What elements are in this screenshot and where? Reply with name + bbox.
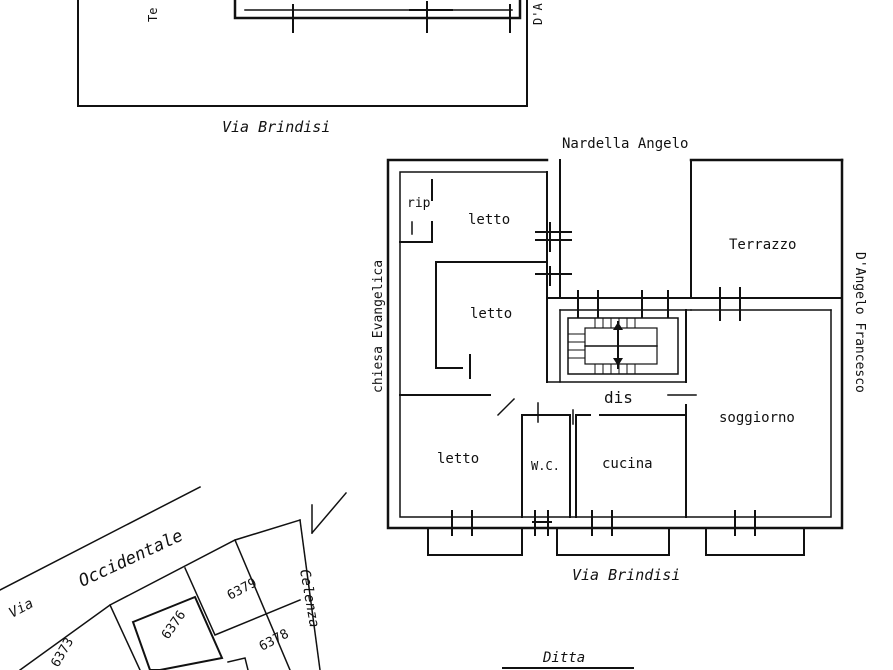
top-plan-wall (233, 0, 522, 20)
block-edge (18, 519, 301, 670)
cadastral-map: Via Occidentale Celenza 6379 6376 6378 6… (0, 485, 348, 670)
top-plan: Te D'A Via Brindisi (77, 0, 545, 136)
footer: Ditta (502, 650, 634, 669)
stair-arrow-head-icon (613, 358, 623, 366)
top-plan-right-label: D'A (531, 3, 545, 25)
side-street-edge (310, 491, 348, 535)
stair-well (567, 317, 679, 375)
rip-wall (399, 221, 433, 243)
neighbor-west-label: chiesa Evangelica (371, 260, 386, 393)
stair-arrow-head-icon (613, 322, 623, 330)
room-cucina: cucina (602, 456, 653, 472)
room-letto-mid: letto (470, 306, 512, 322)
outer-wall (386, 158, 844, 530)
street-occidentale-label: Occidentale (76, 526, 186, 592)
street-label: Via Brindisi (572, 566, 680, 584)
terrazzo-outline (690, 159, 843, 299)
parcel-boundary (299, 519, 321, 670)
parcel-label-6379: 6379 (225, 576, 260, 604)
building-mark (227, 657, 249, 670)
parcel-boundary (184, 567, 301, 636)
street-side-label: Celenza (296, 568, 322, 629)
windows (535, 222, 669, 318)
south-windows (451, 510, 756, 536)
footer-label: Ditta (542, 650, 585, 666)
street-via-label: Via (6, 596, 36, 622)
room-dis: dis (604, 388, 633, 407)
top-plan-street-label: Via Brindisi (222, 118, 330, 136)
parcel-boundary (234, 539, 291, 670)
main-plan: Nardella Angelo chiesa Evangelica D'Ange… (371, 136, 867, 584)
room-wc: W.C. (531, 459, 560, 473)
top-plan-left-label: Te (146, 8, 160, 22)
wc-wall (521, 414, 571, 518)
letto-bottom-door (496, 397, 516, 417)
cucina-wall (575, 414, 591, 518)
balcony (427, 527, 523, 556)
top-plan-outline (77, 0, 528, 107)
room-letto-top: letto (468, 212, 510, 228)
parcel-6376 (131, 595, 224, 670)
parcel-boundary (109, 604, 141, 670)
room-soggiorno: soggiorno (719, 410, 795, 426)
neighbor-east-label: D'Angelo Francesco (852, 252, 867, 393)
parcel-label-6376: 6376 (159, 608, 189, 642)
room-terrazzo: Terrazzo (729, 237, 796, 253)
inner-wall (399, 171, 832, 518)
letto-mid-wall (435, 261, 548, 369)
room-rip: rip (407, 196, 431, 211)
staircase (567, 317, 679, 375)
neighbor-north-label: Nardella Angelo (562, 136, 688, 152)
parcel-label-6373: 6373 (48, 635, 77, 670)
street-edge-north (0, 485, 202, 591)
room-letto-bottom: letto (437, 451, 479, 467)
